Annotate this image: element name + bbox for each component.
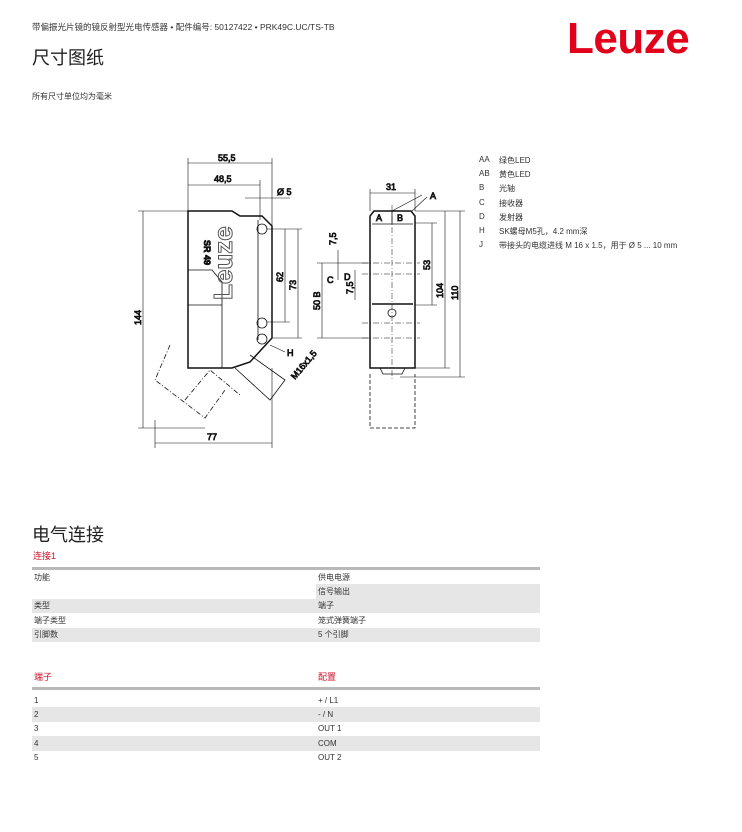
legend-item: D 发射器 [479, 212, 677, 226]
pin-assignment: COM [318, 738, 337, 748]
table-row: 信号输出 [32, 584, 540, 599]
row-label: 引脚数 [34, 630, 58, 640]
pin-number: 4 [34, 738, 39, 748]
pin-number: 3 [34, 724, 39, 734]
legend-key: H [479, 225, 485, 235]
dimension-drawing: Leuze SR 49 55,5 48,5 Ø 5 144 77 62 73 H… [133, 153, 465, 448]
legend-text: 光轴 [499, 184, 515, 194]
table-row: 4 COM [32, 736, 540, 751]
table-divider [32, 687, 540, 690]
pin-table-header: 端子 配置 [32, 667, 540, 685]
dim-diameter-5: Ø 5 [277, 187, 292, 197]
table-row: 引脚数 5 个引脚 [32, 627, 540, 642]
housing-model-text: SR 49 [202, 240, 212, 265]
row-value: 端子 [318, 601, 334, 611]
table-divider [32, 567, 540, 570]
legend-text: 带接头的电缆进线 M 16 x 1.5，用于 Ø 5 ... 10 mm [499, 241, 678, 251]
legend-key: B [479, 183, 485, 193]
row-label: 类型 [34, 601, 50, 611]
legend-item: B 光轴 [479, 183, 677, 197]
legend-text: 发射器 [499, 212, 523, 222]
connection-table: 功能 供电电源 信号输出 类型 端子 端子类型 笼式弹簧端子 引脚数 5 个引脚 [32, 567, 540, 642]
label-aa: A [376, 213, 382, 223]
dim-77: 77 [207, 432, 217, 442]
section-title-electrical: 电气连接 [32, 525, 104, 545]
header-assignment: 配置 [318, 671, 337, 682]
units-note: 所有尺寸单位均为毫米 [32, 92, 112, 101]
label-c: C [327, 275, 334, 285]
document-subtitle: 带偏振光片镜的镜反射型光电传感器 • 配件编号: 50127422 • PRK4… [32, 22, 335, 32]
table-row: 2 - / N [32, 707, 540, 722]
connection-title: 连接1 [33, 551, 57, 561]
table-row: 1 + / L1 [32, 693, 540, 707]
pin-assignment: OUT 1 [318, 724, 342, 734]
leuze-logo: Leuze [567, 14, 690, 63]
pin-table: 端子 配置 1 + / L1 2 - / N 3 OUT 1 4 COM 5 OUT 2 [32, 667, 540, 765]
pin-number: 1 [34, 695, 39, 705]
legend-key: AA [479, 155, 490, 164]
side-view: Leuze SR 49 [154, 210, 286, 419]
row-label: 端子类型 [34, 615, 66, 625]
row-label: 功能 [34, 572, 50, 582]
dim-104: 104 [435, 283, 445, 298]
pin-assignment: + / L1 [318, 695, 339, 705]
legend-item: H SK螺母M5孔，4.2 mm深 [479, 226, 677, 240]
legend-item: J 带接头的电缆进线 M 16 x 1.5，用于 Ø 5 ... 10 mm [479, 240, 677, 254]
legend-key: D [479, 211, 485, 221]
drawing-legend: AA 绿色LED AB 黄色LED B 光轴 C 接收器 D 发射器 H SK螺母M5孔，4… [479, 155, 677, 254]
legend-item: C 接收器 [479, 198, 677, 212]
header-pin: 端子 [34, 671, 53, 682]
dim-73: 73 [288, 280, 298, 290]
row-value: 供电电源 [318, 572, 350, 582]
legend-text: 黄色LED [499, 170, 531, 180]
table-row: 3 OUT 1 [32, 722, 540, 736]
legend-item: AA 绿色LED [479, 155, 677, 169]
row-value: 信号输出 [318, 587, 350, 597]
dim-144: 144 [133, 310, 143, 325]
dim-50-b: 50 B [312, 291, 322, 310]
pin-number: 2 [34, 710, 39, 720]
row-value: 5 个引脚 [318, 630, 349, 640]
row-value: 笼式弹簧端子 [318, 615, 366, 625]
front-view [362, 205, 420, 429]
table-row: 功能 供电电源 [32, 570, 540, 584]
dim-62: 62 [275, 272, 285, 282]
legend-key: J [479, 240, 483, 250]
dim-7-5-bottom: 7,5 [345, 281, 355, 294]
label-a: A [430, 191, 436, 201]
legend-key: C [479, 197, 485, 207]
label-h: H [287, 348, 294, 358]
dim-7-5-top: 7,5 [328, 232, 338, 245]
pin-assignment: - / N [318, 710, 334, 720]
dim-48-5: 48,5 [214, 174, 232, 184]
table-row: 端子类型 笼式弹簧端子 [32, 613, 540, 627]
pin-number: 5 [34, 753, 39, 763]
pin-assignment: OUT 2 [318, 753, 342, 763]
dim-53: 53 [422, 260, 432, 270]
dim-31: 31 [386, 182, 396, 192]
legend-text: 绿色LED [499, 156, 531, 165]
table-row: 5 OUT 2 [32, 751, 540, 765]
legend-item: AB 黄色LED [479, 169, 677, 183]
dim-110: 110 [450, 286, 460, 300]
label-ab: B [397, 213, 403, 223]
section-title-dimensions: 尺寸图纸 [32, 48, 104, 68]
legend-key: AB [479, 169, 490, 179]
legend-text: SK螺母M5孔，4.2 mm深 [499, 226, 588, 236]
dim-55-5: 55,5 [218, 153, 236, 163]
legend-text: 接收器 [499, 198, 523, 208]
label-d: D [344, 272, 351, 282]
table-row: 类型 端子 [32, 598, 540, 614]
housing-brand-text: Leuze [208, 226, 238, 300]
